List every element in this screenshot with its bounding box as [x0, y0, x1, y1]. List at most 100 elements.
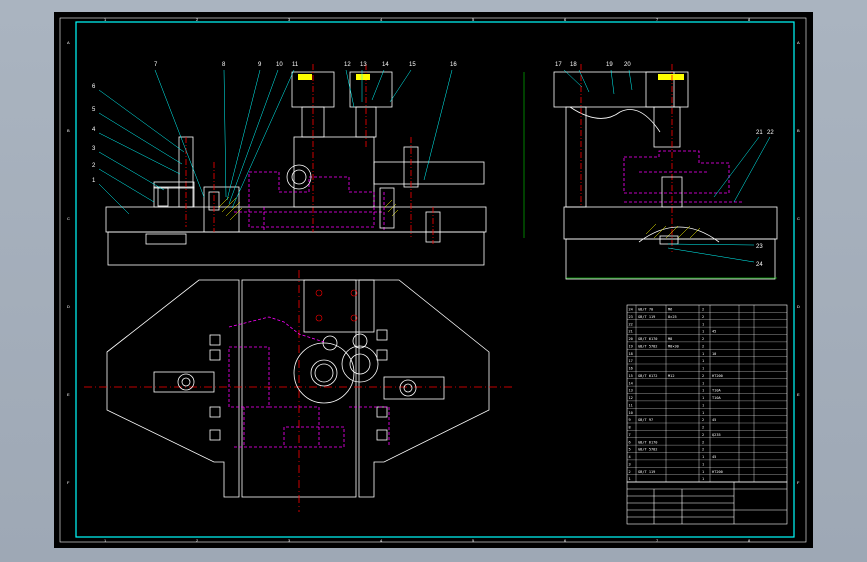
border-row-mark: E [797, 392, 800, 397]
part-label: 7 [154, 62, 158, 68]
part-label: 6 [92, 84, 96, 90]
part-label: 4 [92, 127, 96, 133]
parts-list-cell: 1 [702, 470, 704, 474]
front-view-leaders [98, 69, 453, 215]
border-row-mark: A [797, 40, 800, 45]
parts-list-cell: GB/T 6170 [638, 337, 657, 341]
parts-list-cell: 8 [629, 426, 631, 430]
parts-list-cell: 2 [702, 337, 704, 341]
parts-list-cell: 15 [629, 374, 633, 378]
parts-list-cell: 3 [629, 462, 631, 466]
parts-list-cell: 1 [702, 462, 704, 466]
parts-list-cell: 10 [629, 411, 633, 415]
part-label: 23 [756, 244, 763, 250]
border-column-mark: 6 [564, 17, 567, 22]
parts-list-cell: 1 [702, 381, 704, 385]
title-block [626, 481, 788, 525]
parts-list-cell: 17 [629, 359, 633, 363]
parts-list-cell: 13 [629, 389, 633, 393]
border-column-mark: 2 [196, 17, 199, 22]
border-column-mark: 3 [288, 17, 291, 22]
parts-list-cell: 21 [629, 330, 633, 334]
parts-list-cell: 1 [702, 352, 704, 356]
part-label: 21 [756, 130, 763, 136]
part-label: 1 [92, 178, 96, 184]
parts-list-cell: GB/T 97 [638, 418, 653, 422]
parts-list-cell: 2 [629, 470, 631, 474]
parts-list-cell: GB/T 6170 [638, 440, 657, 444]
part-label: 19 [606, 62, 613, 68]
parts-list-cell: 14 [629, 381, 633, 385]
parts-list-cell: 1 [702, 359, 704, 363]
border-row-mark: F [797, 480, 800, 485]
border-row-mark: D [67, 304, 70, 309]
parts-list-cell: T10A [712, 396, 721, 400]
parts-list-cell: 2 [702, 374, 704, 378]
parts-list-cell: GB/T 119 [638, 470, 655, 474]
parts-list-cell: 1 [702, 455, 704, 459]
parts-list-cell: 45 [712, 330, 716, 334]
parts-list-cell: M8 [668, 337, 672, 341]
parts-list-cell: 18 [629, 352, 633, 356]
border-column-mark: 2 [196, 538, 199, 543]
parts-list-cell: 2 [702, 418, 704, 422]
parts-list-cell: 20 [629, 337, 633, 341]
sheet-outline [59, 17, 807, 543]
parts-list-cell: 2 [702, 344, 704, 348]
parts-list-cell: Q235 [712, 433, 721, 437]
part-label: 17 [555, 62, 562, 68]
parts-list-cell: 10 [712, 352, 716, 356]
border-column-mark: 3 [288, 538, 291, 543]
border-column-mark: 1 [104, 538, 107, 543]
part-label: 18 [570, 62, 577, 68]
border-row-mark: C [67, 216, 70, 221]
parts-list-cell: 2 [702, 440, 704, 444]
part-label: 24 [756, 262, 763, 268]
parts-list-cell: 1 [702, 367, 704, 371]
part-label: 14 [382, 62, 389, 68]
parts-list-cell: 2 [702, 315, 704, 319]
parts-list-cell: 11 [629, 403, 633, 407]
parts-list-cell: 8×25 [668, 315, 677, 319]
parts-list-cell: GB/T 5782 [638, 344, 657, 348]
part-label: 9 [258, 62, 262, 68]
border-column-mark: 4 [380, 538, 383, 543]
border-column-mark: 7 [656, 17, 659, 22]
side-view [523, 64, 778, 280]
parts-list-cell: GB/T 5782 [638, 448, 657, 452]
parts-list-cell: 1 [629, 477, 631, 481]
parts-list-cell: T10A [712, 389, 721, 393]
parts-list-cell: 1 [702, 403, 704, 407]
parts-list-cell: 16 [629, 367, 633, 371]
part-label: 22 [767, 130, 774, 136]
part-label: 15 [409, 62, 416, 68]
border-column-mark: 8 [748, 538, 751, 543]
front-view [105, 64, 487, 266]
parts-list-cell: HT200 [712, 374, 723, 378]
border-column-mark: 6 [564, 538, 567, 543]
part-label: 12 [344, 62, 351, 68]
border-column-mark: 5 [472, 17, 475, 22]
parts-list-cell: 12 [629, 396, 633, 400]
border-column-mark: 8 [748, 17, 751, 22]
parts-list-cell: 1 [702, 396, 704, 400]
parts-list-cell: 2 [702, 433, 704, 437]
parts-list-cell: GB/T 119 [638, 315, 655, 319]
parts-list-cell: 2 [702, 448, 704, 452]
parts-list-cell: M6 [668, 308, 672, 312]
parts-list-cell: 5 [629, 448, 631, 452]
parts-list-cell: 1 [702, 411, 704, 415]
part-label: 16 [450, 62, 457, 68]
part-label: 8 [222, 62, 226, 68]
parts-list-cell: 45 [712, 418, 716, 422]
parts-list-cell: 2 [702, 426, 704, 430]
border-row-mark: D [797, 304, 800, 309]
parts-list-cell: HT200 [712, 470, 723, 474]
parts-list-cell: GB/T 70 [638, 308, 653, 312]
